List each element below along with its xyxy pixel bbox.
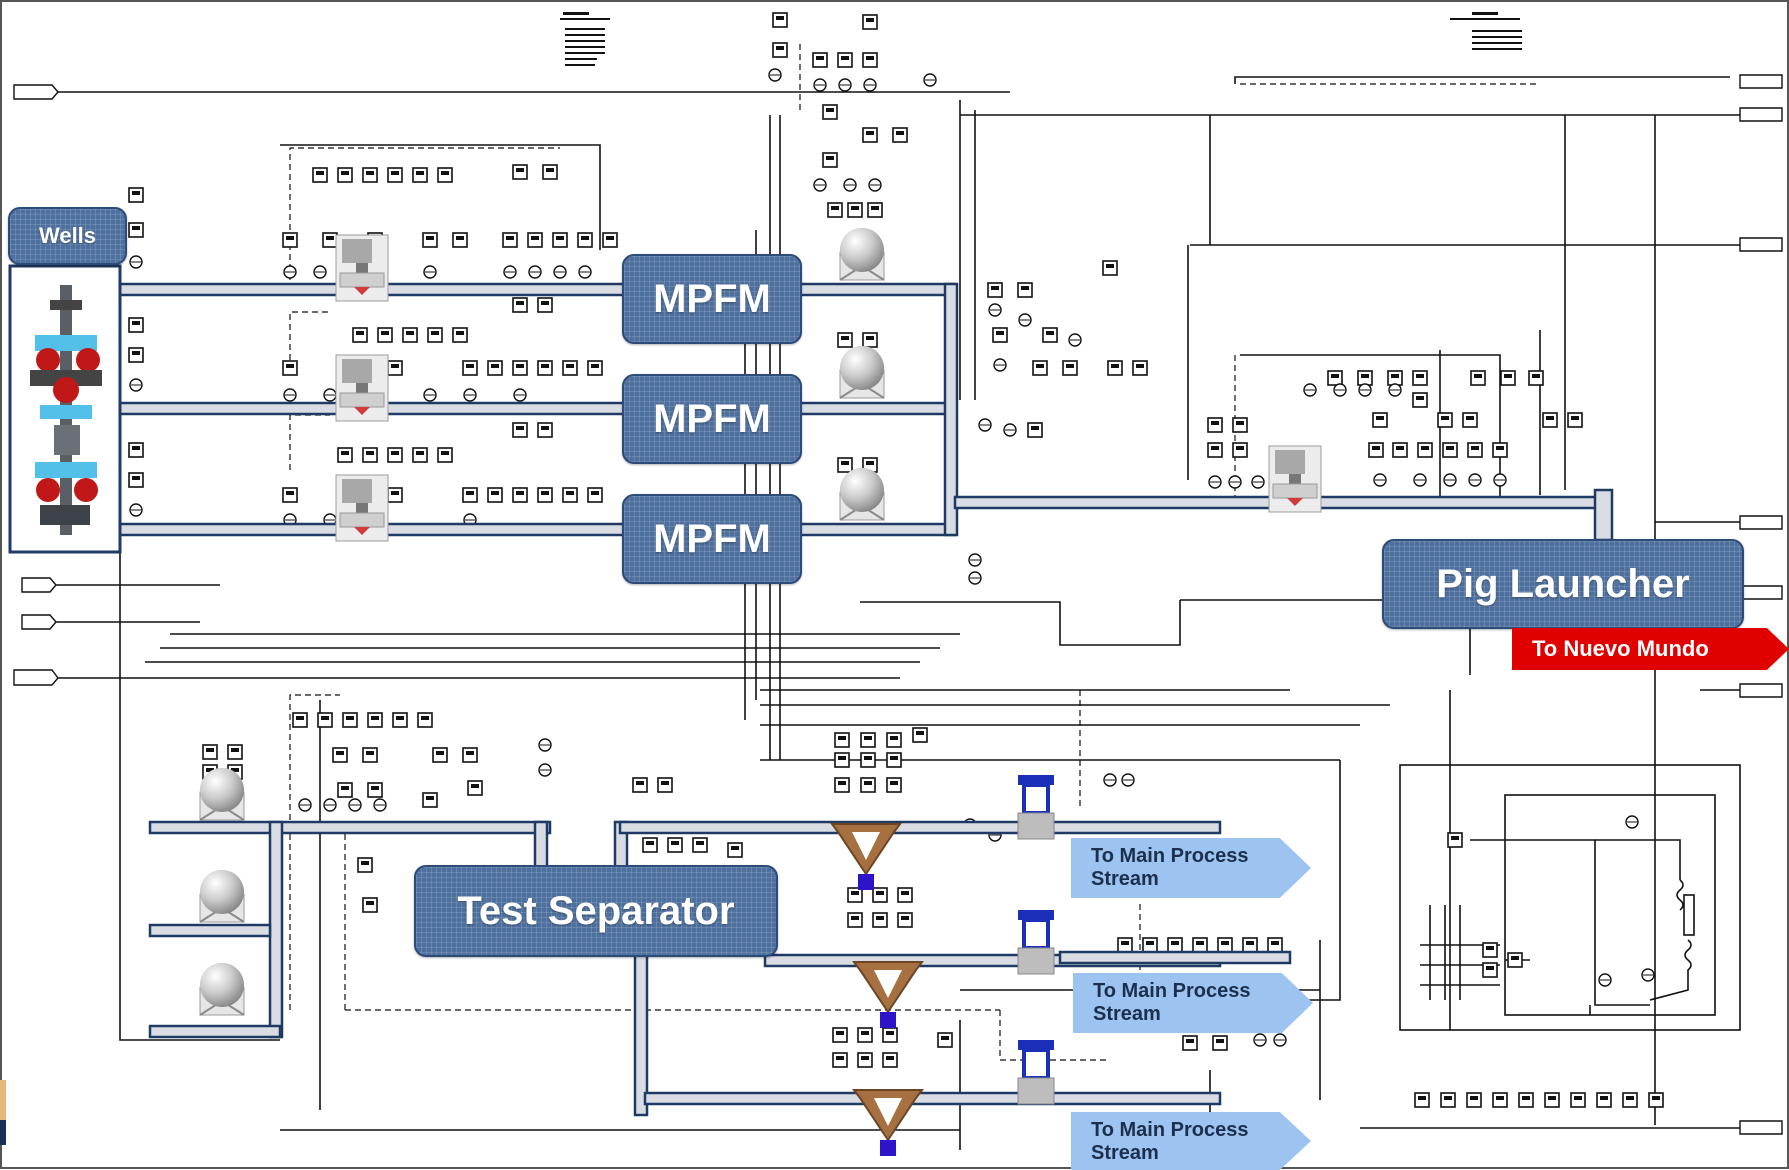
wells-label: Wells [8,207,127,265]
gauge-sphere-icon [839,227,885,281]
test-separator-box: Test Separator [414,865,778,957]
title-block-marks [560,12,1522,66]
blue-actuator-valve-icon [1016,908,1056,976]
mpfm-3-text: MPFM [653,516,771,561]
off-page-connectors [13,74,1783,1135]
test-separator-text: Test Separator [457,888,735,933]
gauge-sphere-icon [839,467,885,521]
to-main-3-text: To Main Process Stream [1091,1119,1249,1164]
mpfm-box-3: MPFM [622,494,802,584]
control-valve-icon [335,354,389,422]
gauge-sphere-icon [199,962,245,1016]
to-main-process-arrow-3: To Main Process Stream [1071,1112,1311,1170]
control-valve-icon [335,234,389,302]
gauge-sphere-icon [199,869,245,923]
to-main-1-text: To Main Process Stream [1091,845,1249,890]
control-valves [335,234,1322,542]
inset-detail [1399,764,1741,1031]
wellhead-christmas-tree-icon [30,285,102,535]
blue-actuator-valve-icon [1016,773,1056,841]
choke-valves [831,823,923,1157]
to-nuevo-mundo-text: To Nuevo Mundo [1532,636,1709,661]
to-main-2-text: To Main Process Stream [1093,980,1251,1025]
gauge-sphere-icon [199,767,245,821]
control-valve-icon [1268,445,1322,513]
well-christmas-trees [8,264,122,554]
to-nuevo-mundo-arrow: To Nuevo Mundo [1512,628,1789,670]
blue-actuator-valves [1016,773,1056,1106]
inset-detail-instruments [1447,815,1655,987]
pig-launcher-box: Pig Launcher [1382,539,1744,629]
to-main-process-arrow-1: To Main Process Stream [1071,838,1311,898]
choke-valve-icon [831,823,901,891]
blue-actuator-valve-icon [1016,1038,1056,1106]
control-valve-icon [335,474,389,542]
corner-logo-mark [0,1080,6,1145]
gauge-sphere-icon [839,345,885,399]
mpfm-1-text: MPFM [653,276,771,321]
choke-valve-icon [853,961,923,1029]
choke-valve-icon [853,1089,923,1157]
mpfm-box-2: MPFM [622,374,802,464]
to-main-process-arrow-2: To Main Process Stream [1073,973,1313,1033]
wells-text: Wells [38,223,97,248]
pig-launcher-text: Pig Launcher [1436,561,1690,606]
mpfm-box-1: MPFM [622,254,802,344]
mpfm-2-text: MPFM [653,396,771,441]
